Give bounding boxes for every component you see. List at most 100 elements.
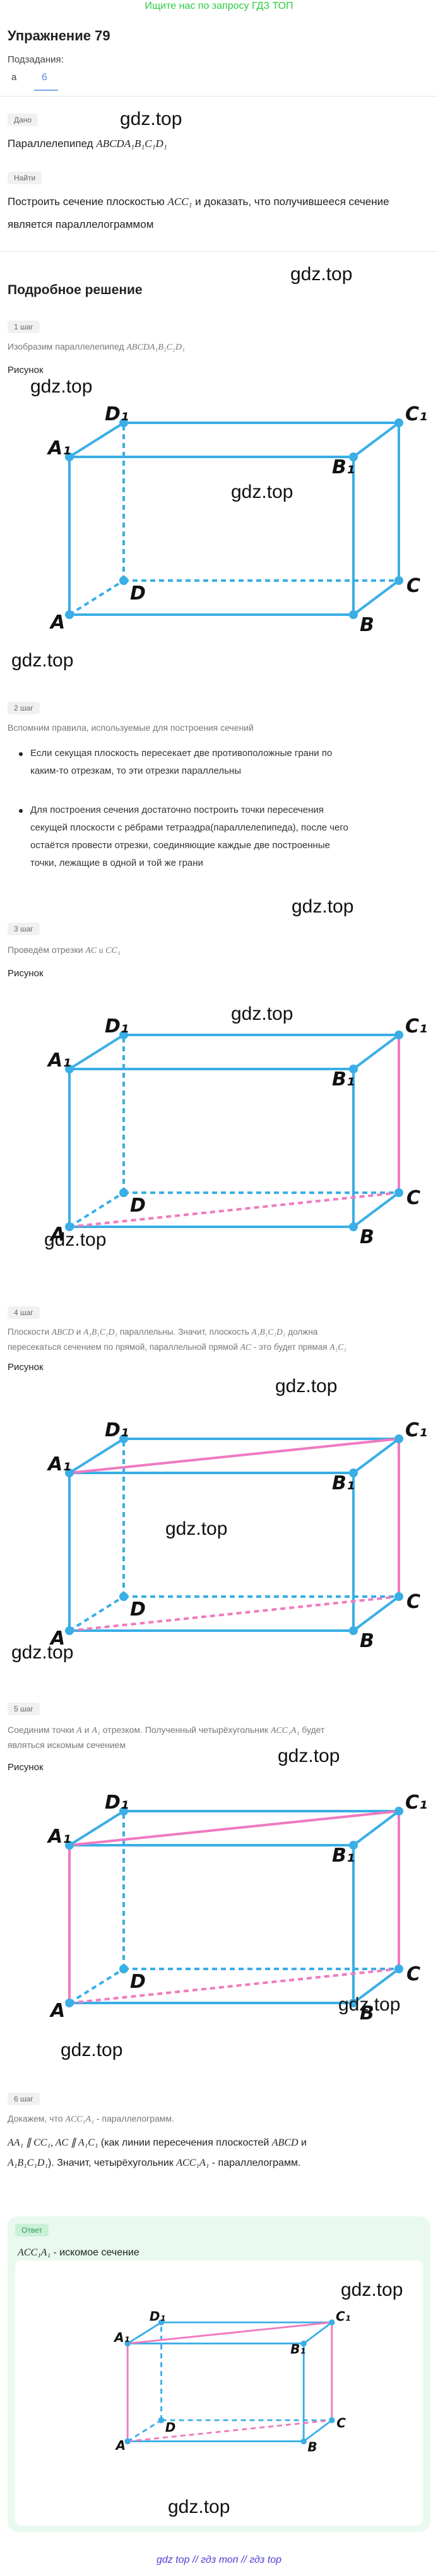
subtasks-label: Подзадания: (8, 54, 64, 65)
step-3-chip: 3 шаг (8, 923, 40, 935)
given-chip: Дано (8, 114, 38, 126)
edge (352, 1968, 400, 2004)
given-label: Параллелепипед (8, 138, 97, 150)
step-math: ACC₁A₁ (176, 2158, 210, 2168)
watermark: gdz.top (292, 896, 354, 917)
vertex-point (124, 2438, 131, 2445)
step-math: A₁C₁ (329, 1342, 346, 1352)
watermark: gdz.top (231, 482, 293, 502)
step-4-chip: 4 шаг (8, 1306, 40, 1319)
watermark: gdz.top (11, 650, 74, 671)
edge (303, 2419, 333, 2442)
step-text: Соединим точки (8, 1725, 77, 1735)
hidden-edge (68, 579, 125, 616)
tab-b[interactable]: б (42, 72, 47, 83)
step-4-line-1: Плоскости ABCD и A₁B₁C₁D₁ параллельны. З… (8, 1325, 317, 1339)
vertex-point (119, 1964, 128, 1973)
step-math: ABCDA₁B₁C₁D₁ (126, 343, 185, 352)
vertex-label: B (307, 2440, 317, 2455)
step-4-line-2: пересекаться сечением по прямой, паралле… (8, 1340, 346, 1354)
step-math: A₁B₁C₁D₁ (83, 1327, 118, 1337)
vertex-point (119, 1031, 128, 1039)
step-1-text: Изобразим параллелепипед ABCDA₁B₁C₁D₁ (8, 340, 185, 355)
watermark: gdz.top (11, 1642, 74, 1663)
vertex-point (65, 452, 74, 461)
vertex-label: D₁ (150, 2309, 165, 2324)
section-edge (69, 1438, 400, 1474)
find-line-1: Построить сечение плоскостью ACC₁ и дока… (8, 193, 389, 211)
vertex-label: C (336, 2415, 346, 2430)
step-text: ). Значит, четырёхугольник (48, 2158, 177, 2168)
edge (352, 579, 400, 616)
watermark: gdz.top (168, 2496, 230, 2517)
edge (303, 2321, 333, 2344)
vertex-label: C₁ (405, 1792, 427, 1814)
step-6-chip: 6 шаг (8, 2093, 40, 2105)
step-6-line-3: A₁B₁C₁D₁). Значит, четырёхугольник ACC₁A… (8, 2154, 300, 2172)
step-math: AC и CC₁ (85, 946, 121, 955)
vertex-point (349, 1841, 358, 1850)
vertex-point (124, 2340, 131, 2347)
vertex-point (119, 418, 128, 427)
vertex-point (349, 1468, 358, 1477)
vertex-point (349, 1065, 358, 1073)
tab-a[interactable]: а (11, 72, 17, 83)
answer-figure-card (15, 2260, 423, 2526)
step-math: A (76, 1726, 82, 1735)
footer-links[interactable]: gdz top // гдз топ // гдз top (156, 2555, 281, 2565)
watermark: gdz.top (30, 376, 93, 397)
step-text: Проведём отрезки (8, 945, 86, 955)
vertex-label: A₁ (47, 1453, 71, 1475)
vertex-label: D (130, 1971, 146, 1993)
vertex-point (394, 1964, 403, 1973)
edge (127, 2321, 162, 2344)
vertex-label: A (49, 1628, 65, 1647)
active-tab-indicator (34, 90, 58, 91)
step-math: A₁ (92, 1726, 100, 1735)
top-search-link[interactable]: Ищите нас по запросу ГДЗ ТОП (145, 1, 293, 11)
edge (352, 1438, 400, 1474)
step-text: пересекаться сечением по прямой, паралле… (8, 1342, 240, 1352)
step-4-drawing-label: Рисунок (8, 1362, 44, 1373)
vertex-label: B₁ (290, 2342, 305, 2357)
watermark: gdz.top (120, 109, 182, 129)
vertex-point (65, 1626, 74, 1635)
step-math: AC (240, 1342, 251, 1352)
vertex-label: B (360, 614, 374, 631)
vertex-point (394, 1434, 403, 1443)
watermark: gdz.top (338, 1994, 401, 2015)
vertex-point (119, 576, 128, 585)
bullet-2-line-4: точки, лежащие в одной и той же грани (30, 858, 203, 868)
vertex-label: A₁ (113, 2330, 129, 2345)
vertex-label: B₁ (332, 1472, 355, 1494)
step-5-drawing-label: Рисунок (8, 1762, 44, 1773)
watermark: gdz.top (278, 1746, 340, 1766)
vertex-label: A₁ (47, 1049, 71, 1072)
answer-chip: Ответ (15, 2224, 49, 2236)
section-edge (69, 1810, 400, 1846)
solution-title: Подробное решение (8, 283, 143, 297)
answer-text: ACC₁A₁ - искомое сечение (18, 2244, 139, 2262)
vertex-point (158, 2319, 165, 2325)
vertex-label: D (130, 1598, 146, 1621)
step-5-line-1: Соединим точки A и A₁ отрезком. Полученн… (8, 1723, 324, 1738)
vertex-label: D₁ (105, 1792, 129, 1814)
exercise-title: Упражнение 79 (8, 28, 110, 44)
bullet-1-line-1: Если секущая плоскость пересекает две пр… (30, 748, 333, 759)
vertex-point (65, 1065, 74, 1073)
vertex-point (158, 2417, 165, 2423)
bullet-dot (19, 752, 23, 756)
answer-label: - искомое сечение (50, 2247, 139, 2258)
watermark: gdz.top (275, 1376, 338, 1397)
vertex-point (300, 2438, 307, 2445)
divider (0, 96, 438, 97)
bullet-1-line-2: каким-то отрезкам, то эти отрезки паралл… (30, 765, 241, 776)
find-line-2: является параллелограммом (8, 218, 154, 230)
vertex-label: A (115, 2438, 126, 2453)
watermark: gdz.top (61, 2040, 123, 2060)
vertex-point (394, 1807, 403, 1816)
step-math: AA₁ ∥ CC₁, AC ∥ A₁C₁ (8, 2137, 98, 2148)
vertex-point (329, 2319, 335, 2325)
